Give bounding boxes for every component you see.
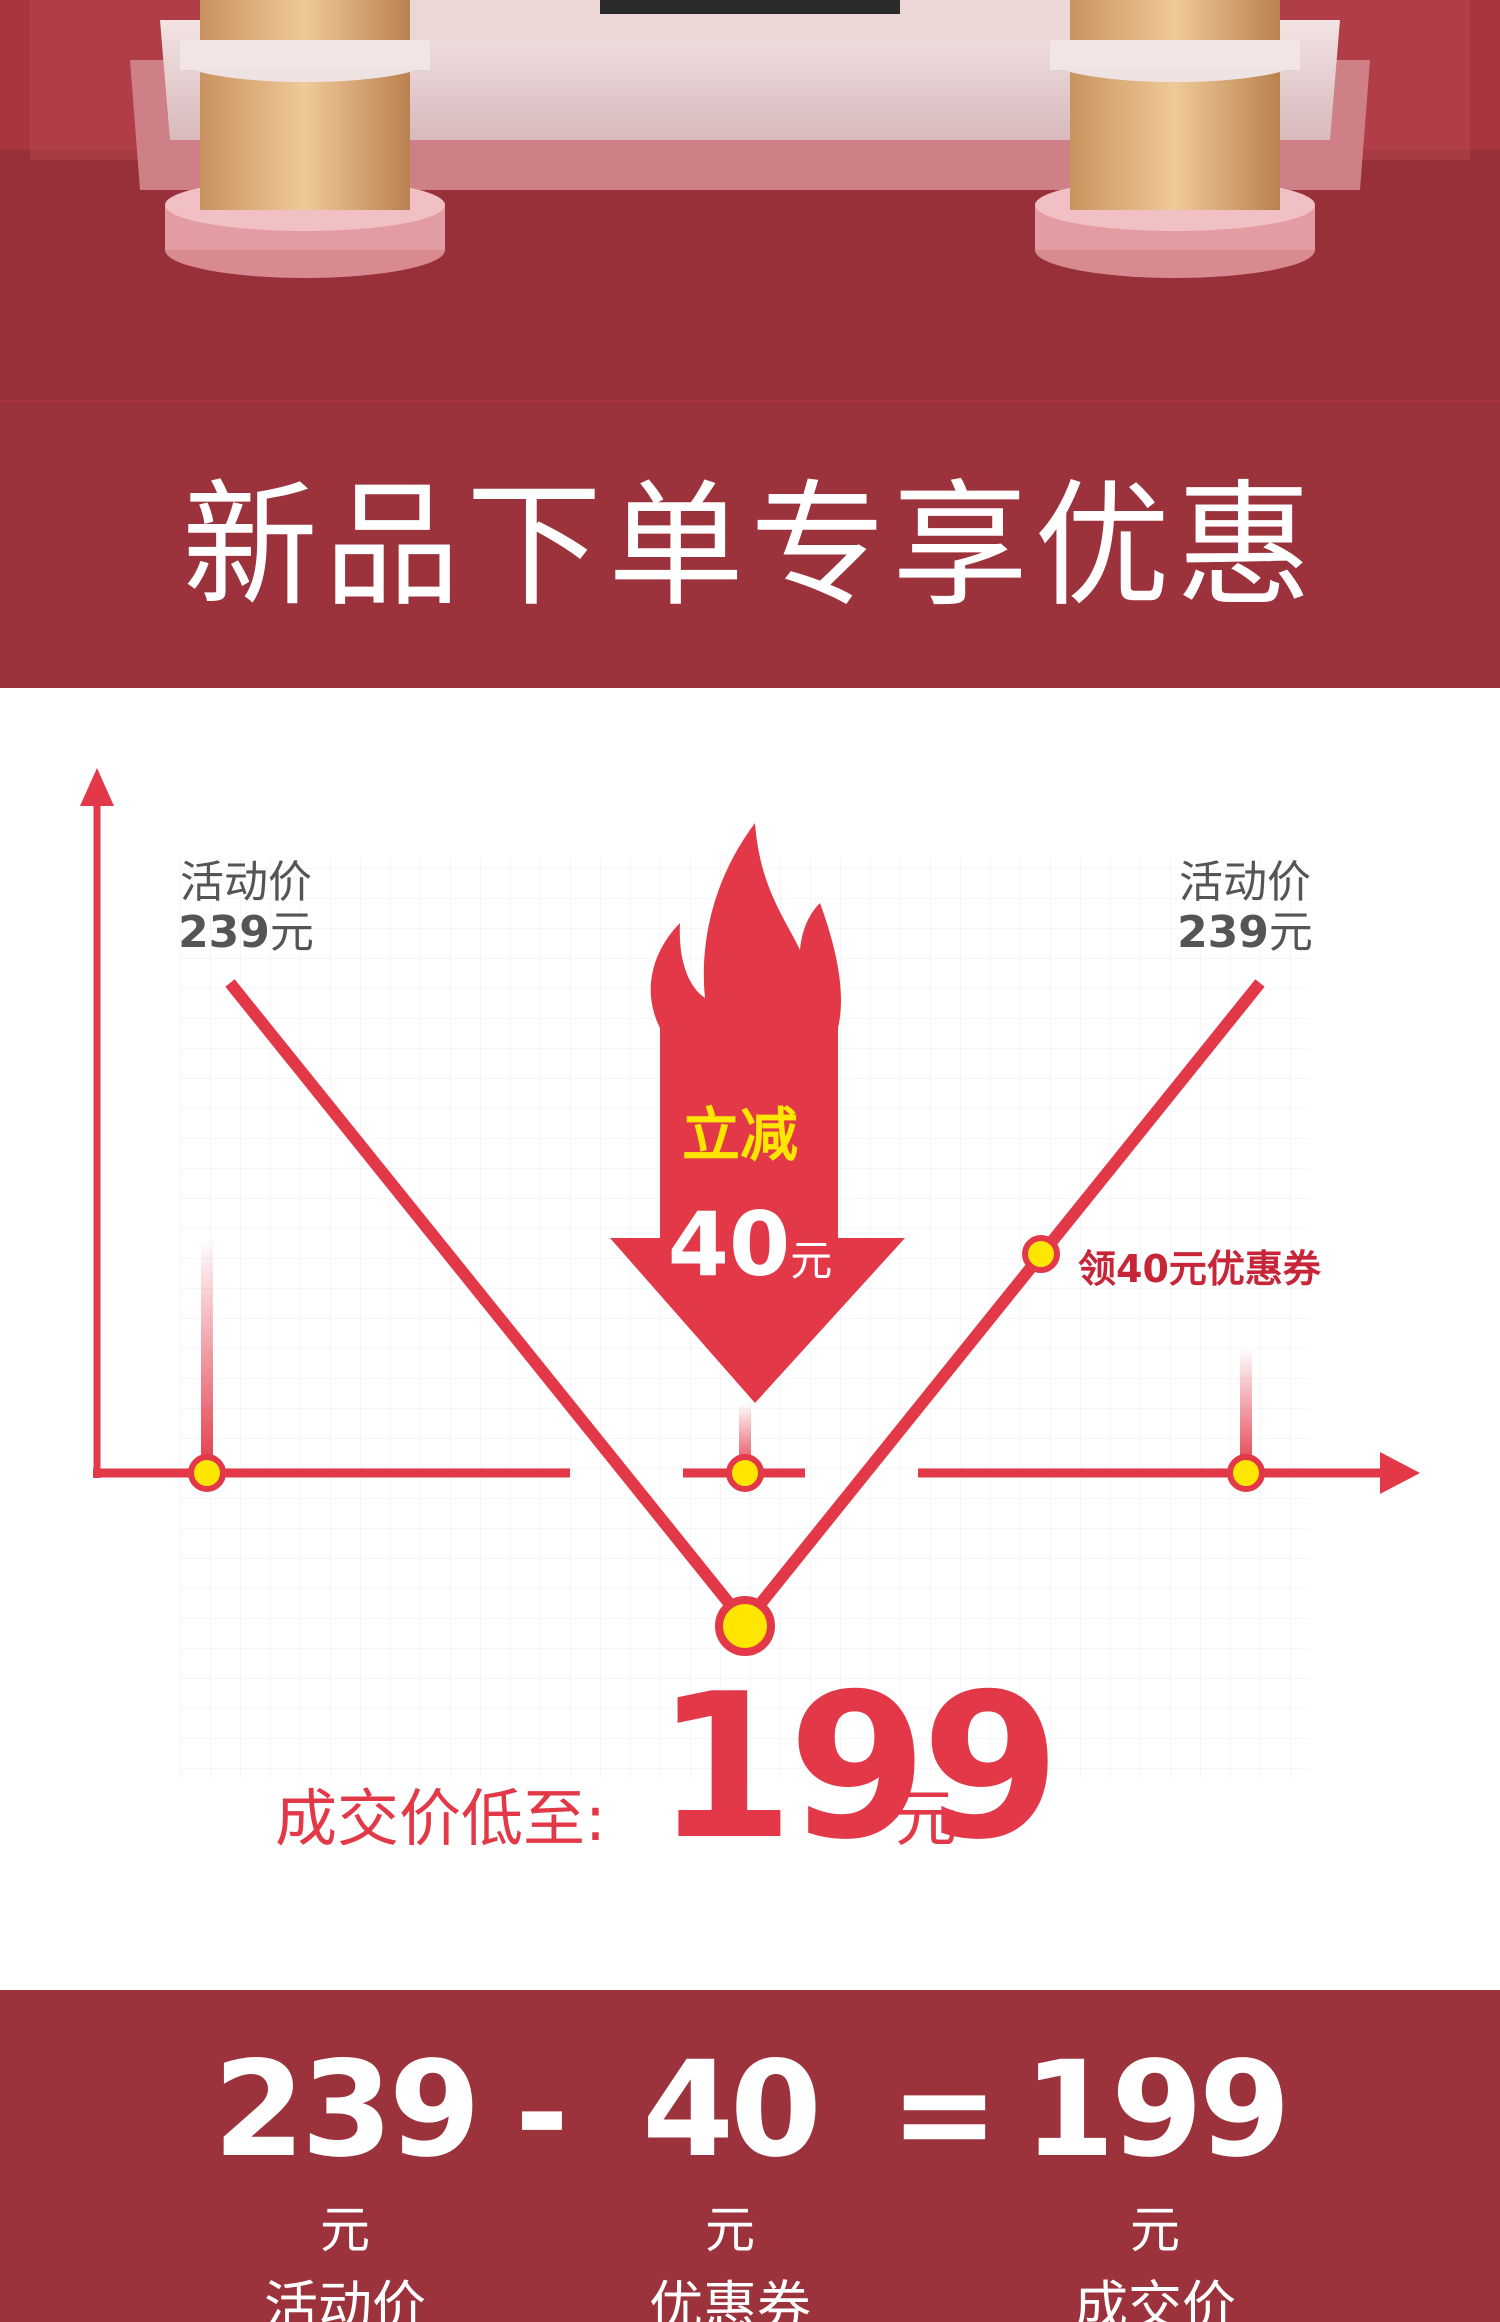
equation-coupon: 40 元 优惠券 [620,2030,840,2322]
final-price: 成交价低至: 199 元 [275,1668,1175,1868]
stem-left [201,1238,213,1473]
product-photo [0,0,1500,402]
final-price-value: 199 [655,1651,1060,1884]
flame-arrow-icon [610,823,905,1403]
left-activity-title: 活动价 [180,857,312,908]
final-price-unit: 元 [895,1782,958,1855]
right-activity-price-label: 活动价 239元 [1145,858,1345,958]
instant-cut-value: 40 [667,1193,791,1296]
right-activity-price: 239 [1177,907,1269,958]
instant-cut-unit: 元 [790,1236,833,1285]
chart-axes [80,768,1420,1494]
equals-sign: = [890,2037,999,2189]
right-activity-unit: 元 [1268,907,1313,958]
equation-final-price: 199 元 成交价 [1020,2030,1291,2322]
equation-activity-value: 239 [213,2033,481,2187]
stem-right [1240,1348,1252,1473]
equation-activity-caption: 活动价 [264,2275,426,2322]
equation-coupon-caption: 优惠券 [649,2275,811,2322]
product-base-illustration [0,0,1500,402]
equation-final-caption: 成交价 [1074,2275,1236,2322]
title-banner: 新品下单专享优惠 [0,402,1500,688]
final-price-label: 成交价低至: [275,1782,606,1855]
equation-activity-price: 239 元 活动价 [210,2030,481,2322]
chart-points [188,1235,1265,1656]
equation-coupon-unit: 元 [705,2201,755,2259]
price-equation: 239 元 活动价 - 40 元 优惠券 = 199 元 成交价 [0,1990,1500,2322]
left-activity-price: 239 [178,907,270,958]
price-chart-graphic [80,768,1420,1778]
coupon-note: 领40元优惠券 [1078,1247,1321,1291]
right-activity-title: 活动价 [1179,857,1311,908]
equation-final-unit: 元 [1130,2201,1180,2259]
price-chart: 活动价 239元 活动价 239元 立减 40元 领40元优惠券 成交价低至: … [0,688,1500,1990]
minus-sign: - [515,2037,569,2189]
left-activity-price-label: 活动价 239元 [146,858,346,958]
left-activity-unit: 元 [269,907,314,958]
instant-cut-label: 立减 [681,1101,798,1169]
banner-title: 新品下单专享优惠 [182,468,1318,626]
equation-coupon-value: 40 [642,2033,822,2187]
equation-final-value: 199 [1023,2033,1291,2187]
equation-activity-unit: 元 [320,2201,370,2259]
instant-cut-amount: 40元 [640,1193,860,1296]
